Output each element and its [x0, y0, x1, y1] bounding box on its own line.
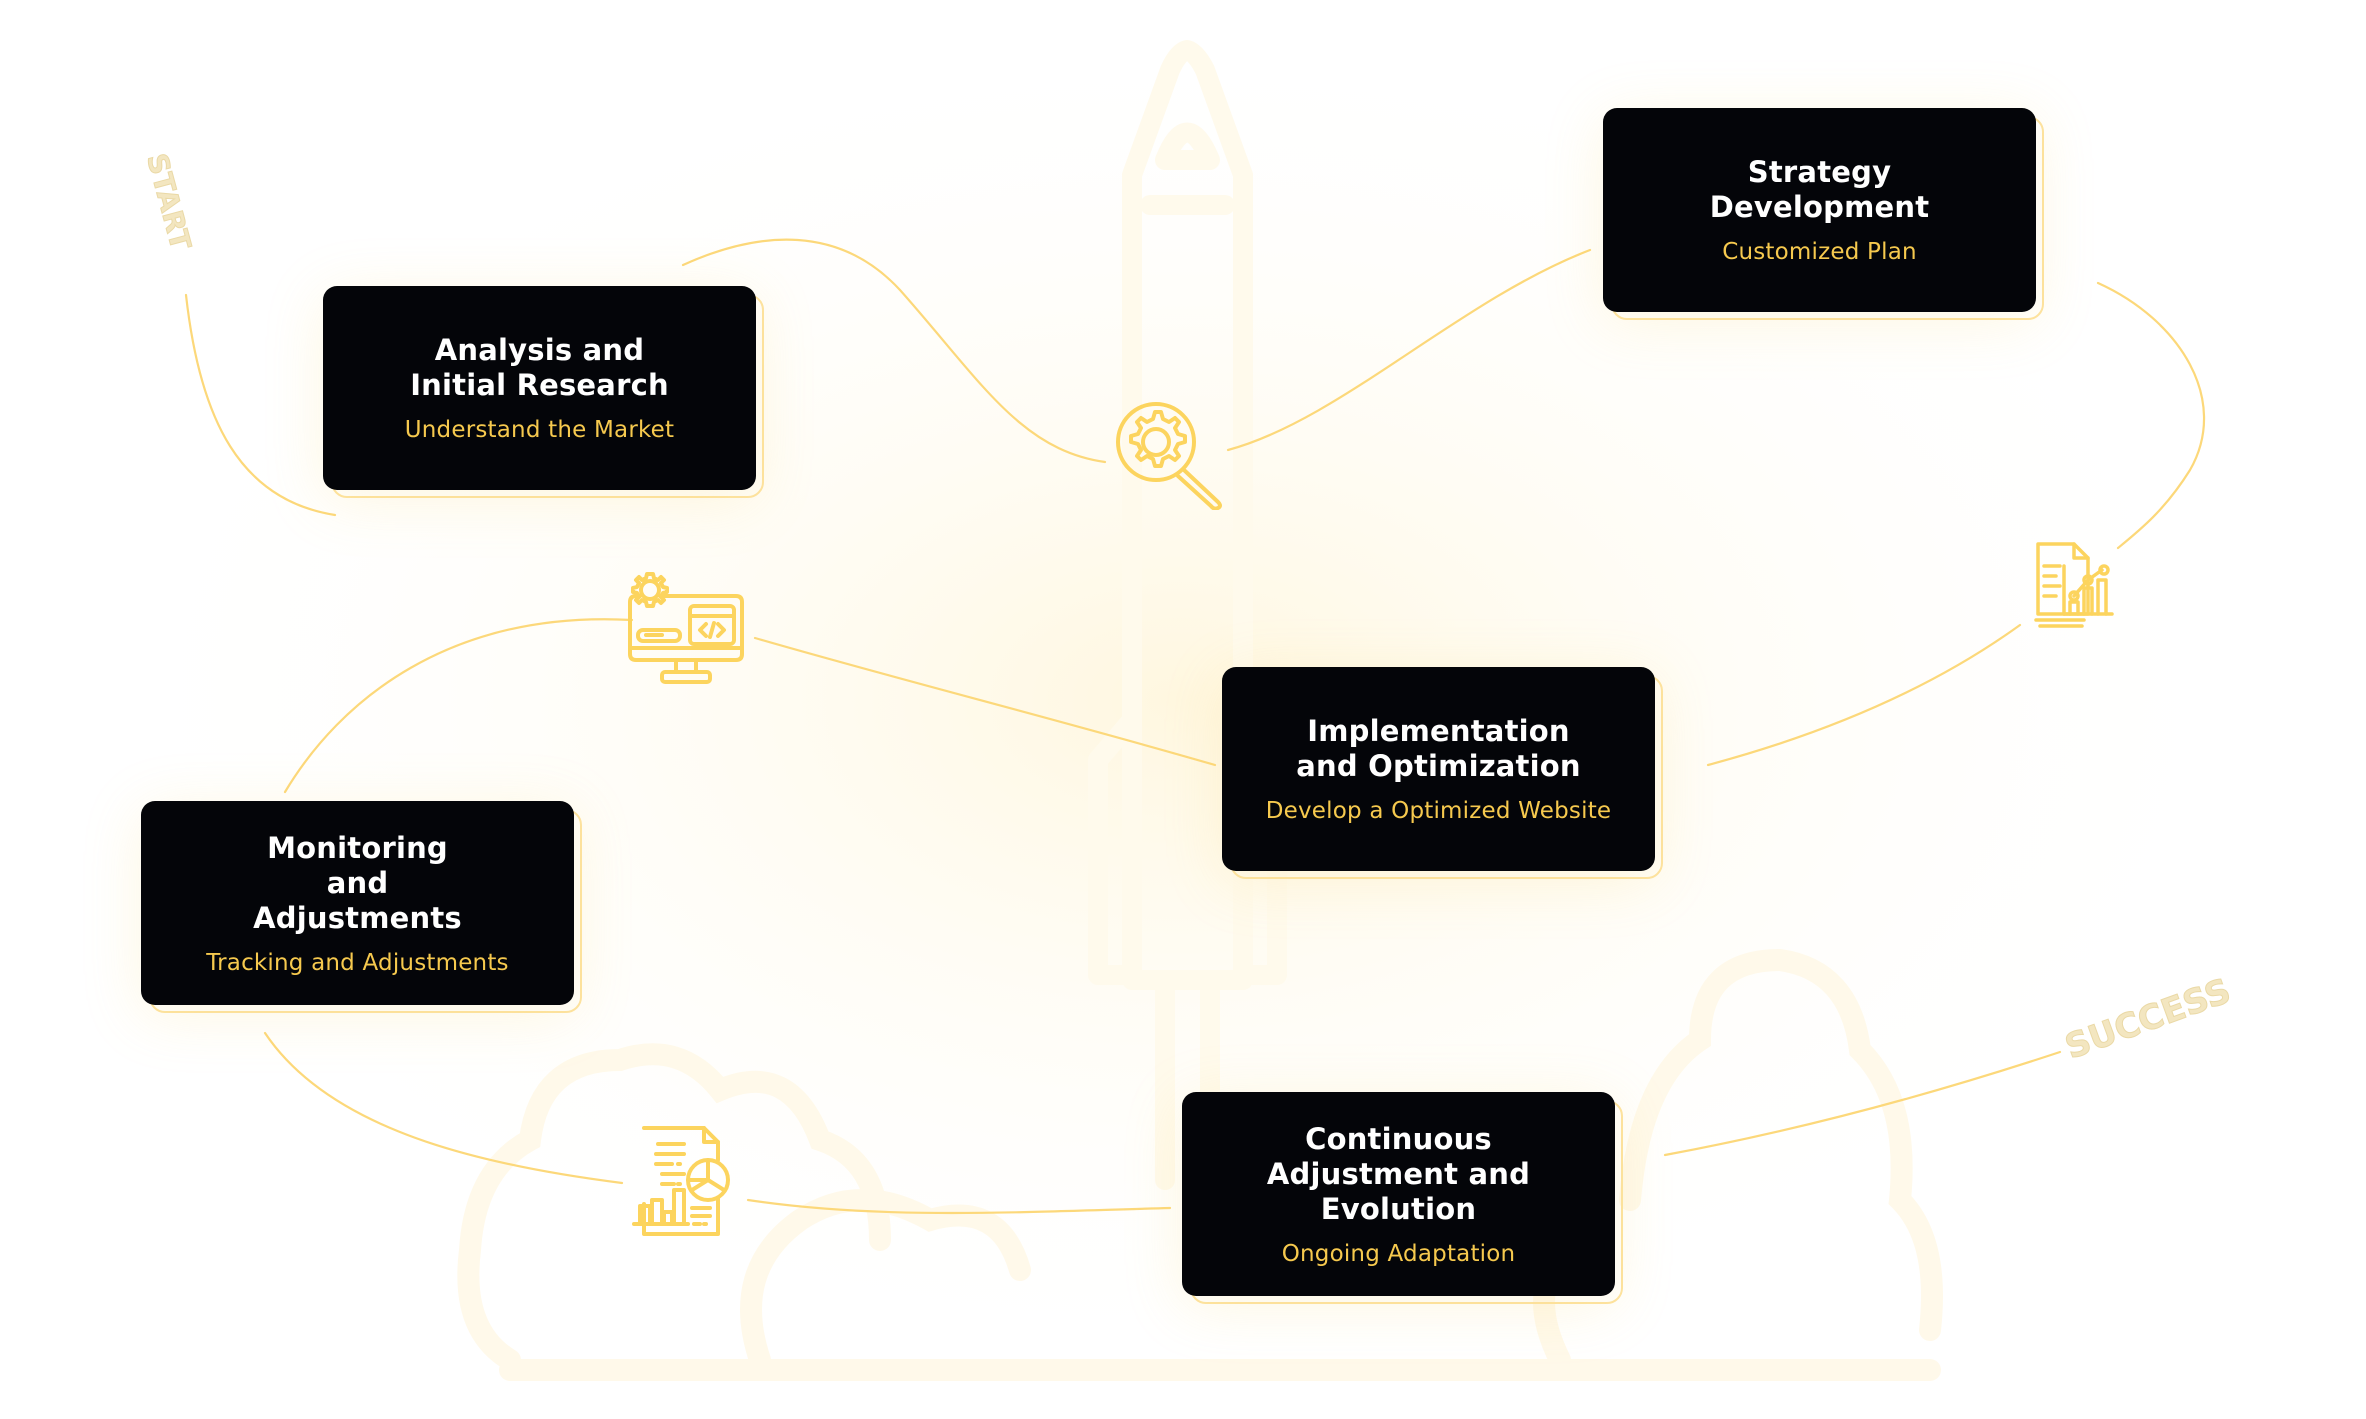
- card-body: Implementation and Optimization Develop …: [1222, 667, 1655, 871]
- step-subtitle: Customized Plan: [1722, 239, 1917, 265]
- step-title: Strategy Development: [1709, 155, 1930, 224]
- connector-strategy-to-report-icon: [2096, 281, 2206, 550]
- step-card-strategy: Strategy Development Customized Plan: [1603, 108, 2044, 320]
- gear-magnifier-icon: [1116, 402, 1222, 510]
- connector-document-icon-to-continuous: [746, 1198, 1172, 1215]
- connector-lines: [184, 238, 2206, 1215]
- connector-implementation-to-monitor-icon: [753, 636, 1217, 767]
- card-body: Continuous Adjustment and Evolution Ongo…: [1182, 1092, 1615, 1296]
- step-title: Analysis and Initial Research: [410, 333, 669, 402]
- step-card-analysis: Analysis and Initial Research Understand…: [323, 286, 764, 498]
- monitor-code-icon: [628, 572, 744, 684]
- step-card-monitoring: Monitoring and Adjustments Tracking and …: [141, 801, 582, 1013]
- step-title: Monitoring and Adjustments: [253, 830, 462, 935]
- step-subtitle: Tracking and Adjustments: [206, 949, 509, 976]
- connector-analysis-to-research-icon: [681, 238, 1107, 464]
- step-subtitle: Understand the Market: [404, 417, 675, 443]
- step-card-implementation: Implementation and Optimization Develop …: [1222, 667, 1663, 879]
- step-subtitle: Ongoing Adaptation: [1281, 1240, 1516, 1267]
- card-body: Analysis and Initial Research Understand…: [323, 286, 756, 490]
- step-title: Continuous Adjustment and Evolution: [1266, 1121, 1531, 1226]
- step-title: Implementation and Optimization: [1296, 714, 1581, 783]
- connector-start-to-analysis: [184, 293, 337, 517]
- connector-monitor-icon-to-monitoring: [283, 618, 634, 794]
- step-subtitle: Develop a Optimized Website: [1265, 798, 1612, 824]
- connector-research-icon-to-strategy: [1226, 248, 1592, 452]
- connector-monitoring-to-document-icon: [263, 1031, 624, 1185]
- step-card-continuous: Continuous Adjustment and Evolution Ongo…: [1182, 1092, 1623, 1304]
- document-pie-chart-icon: [632, 1126, 730, 1236]
- report-chart-icon: [2034, 542, 2114, 628]
- connector-report-icon-to-implementation: [1706, 623, 2022, 767]
- card-body: Strategy Development Customized Plan: [1603, 108, 2036, 312]
- connector-continuous-to-success: [1663, 1050, 2062, 1157]
- card-body: Monitoring and Adjustments Tracking and …: [141, 801, 574, 1005]
